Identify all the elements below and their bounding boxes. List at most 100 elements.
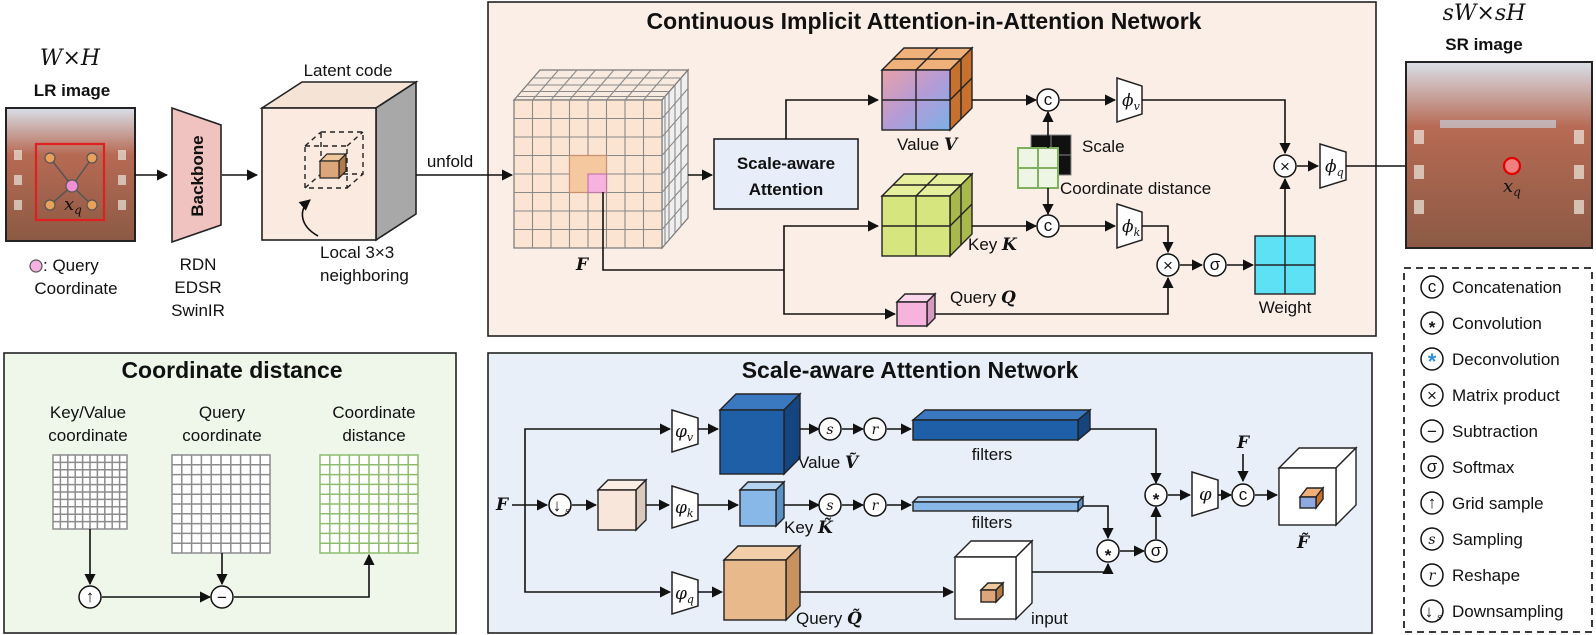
legend-item-sampling: s Sampling (1420, 527, 1523, 551)
svg-text:s: s (1428, 532, 1435, 548)
feature-branch (602, 192, 784, 271)
svg-text:σ: σ (1151, 541, 1162, 560)
legend-item-matrix-product: × Matrix product (1420, 383, 1560, 407)
lr-title: LR image (34, 81, 111, 100)
legend-item-grid-sample: ↑ Grid sample (1420, 491, 1544, 515)
ciaan-feature-label: F (575, 255, 590, 275)
arrow-sub-dist (234, 553, 375, 598)
svg-text:ϕk: ϕk (1122, 217, 1141, 239)
coord-col3-line2: distance (342, 426, 405, 445)
sr-point-sub: q (1513, 185, 1521, 199)
query-legend-line2: Coordinate (34, 279, 117, 298)
sa-softmax-op (1144, 539, 1168, 563)
svg-text:*: * (1105, 546, 1112, 565)
svg-text:Query Q: Query Q (950, 288, 1016, 308)
svg-text:↑: ↑ (86, 587, 95, 606)
backbone-option-1: RDN (180, 255, 217, 274)
coord-col2-line2: coordinate (182, 426, 261, 445)
svg-text:r: r (872, 498, 880, 514)
legend-label-softmax: Softmax (1452, 458, 1515, 477)
latent-note-line2: neighboring (320, 266, 409, 285)
svg-text:xq: xq (64, 194, 82, 217)
query-coordinate-grid (171, 454, 271, 554)
unfold-label: unfold (427, 152, 473, 171)
svg-text:Value V: Value V (897, 135, 959, 155)
kv-coordinate-grid (52, 454, 128, 530)
sa-panel-title: Scale-aware Attention Network (742, 357, 1079, 383)
legend-item-subtraction: − Subtraction (1420, 419, 1538, 443)
svg-text:s: s (826, 422, 833, 438)
sa-phi-q-label: φ (675, 584, 687, 604)
coord-col1-line2: coordinate (48, 426, 127, 445)
query-label: Query (950, 288, 997, 307)
phi-q-block (1319, 142, 1347, 190)
sampling-op-value (818, 417, 842, 441)
key-cube (880, 172, 974, 258)
legend-item-downsampling: ↓ s Downsampling (1420, 599, 1564, 623)
svg-text:σ: σ (1427, 457, 1438, 476)
latent-note-line1: Local 3×3 (320, 243, 394, 262)
sa-phi-v-sub: v (687, 431, 694, 444)
phi-k-label: ϕ (1122, 217, 1134, 237)
feature-cube (512, 68, 690, 250)
lr-building-windows (14, 150, 126, 210)
phi-v-sub: v (1134, 100, 1141, 113)
legend-label-sampling: Sampling (1452, 530, 1523, 549)
svg-text:φq: φq (675, 584, 694, 606)
input-label: input (1031, 609, 1068, 628)
key-label: Key (968, 235, 998, 254)
sa-f-top-label: F (1236, 433, 1251, 453)
arrow-query-matmul (935, 276, 1174, 315)
scale-aware-attention-block[interactable] (713, 138, 859, 210)
sa-key-cube (738, 480, 786, 528)
arrow-filters1-deconv (1090, 428, 1162, 485)
arrow-phik-matmul (1142, 225, 1174, 254)
arrow-f-phiq (524, 505, 672, 598)
coord-col2-line1: Query (199, 403, 246, 422)
sr-dims: sW×sH (1443, 1, 1527, 26)
lr-dims: W×H (40, 46, 101, 71)
sr-point-label: x (1503, 176, 1513, 197)
svg-text:c: c (1428, 277, 1437, 296)
phi-q-sub: q (1337, 166, 1344, 179)
key-symbol: K (1001, 235, 1018, 255)
softmax-op (1203, 253, 1227, 277)
svg-text:φk: φk (675, 498, 694, 520)
query-legend-dot (29, 259, 43, 273)
downsample-op (548, 493, 572, 517)
legend-label-grid-sample: Grid sample (1452, 494, 1544, 513)
sampling-op-key (818, 493, 842, 517)
phi-q-label: ϕ (1325, 157, 1337, 177)
coord-col3-line1: Coordinate (332, 403, 415, 422)
latent-title: Latent code (304, 61, 393, 80)
lr-point-label: x (64, 194, 74, 215)
svg-text:×: × (1163, 256, 1173, 275)
latent-cube-side (375, 80, 417, 242)
sa-label-line1: Scale-aware (737, 154, 835, 173)
latent-voxel (318, 152, 348, 180)
arrow-f-query (783, 270, 897, 320)
sa-value-symbol: Ṽ (845, 451, 860, 473)
lr-point-sub: q (74, 203, 82, 217)
local-pointer (298, 199, 319, 237)
weight-label: Weight (1259, 298, 1312, 317)
sr-title: SR image (1445, 35, 1522, 54)
svg-text:−: − (1427, 422, 1437, 441)
svg-text:s: s (565, 507, 570, 517)
svg-text:↑: ↑ (1428, 493, 1437, 512)
sa-phi-v-label: φ (675, 422, 687, 442)
legend-item-softmax: σ Softmax (1420, 455, 1515, 479)
phi-v-block (1116, 76, 1143, 124)
deconvolution-op (1144, 483, 1168, 507)
svg-text:*: * (1153, 490, 1160, 509)
sa-value-cube (718, 392, 802, 476)
svg-text:σ: σ (1210, 255, 1221, 274)
svg-text:↓: ↓ (1425, 602, 1434, 621)
sa-query-cube (722, 544, 802, 622)
svg-text:c: c (1044, 216, 1053, 235)
svg-text:×: × (1280, 157, 1290, 176)
svg-text:*: * (1429, 318, 1436, 337)
legend-label-subtraction: Subtraction (1452, 422, 1538, 441)
sa-query-label: Query (796, 609, 843, 628)
